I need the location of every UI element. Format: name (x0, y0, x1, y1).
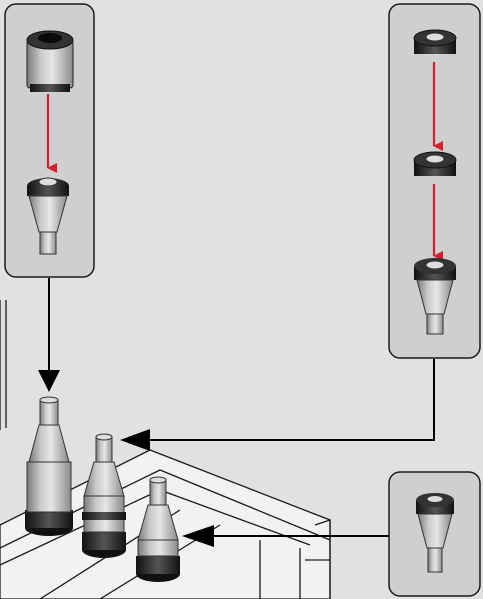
spacer-ring-icon (413, 151, 457, 176)
tapered-nozzle-icon (416, 493, 454, 573)
connector-right-top (148, 359, 435, 441)
panel-left (4, 3, 95, 278)
short-nozzle-stack (136, 476, 180, 582)
panel-right-top (388, 3, 481, 359)
spacer-ring-icon (413, 29, 457, 54)
panel-right-bottom (388, 471, 481, 597)
medium-nozzle-stack (82, 433, 126, 558)
tapered-nozzle-icon (414, 258, 456, 335)
tapered-nozzle-icon (27, 177, 69, 255)
spacer-ring-icon (26, 30, 74, 92)
connector-arrows (38, 278, 435, 547)
tall-nozzle-stack (25, 396, 73, 536)
